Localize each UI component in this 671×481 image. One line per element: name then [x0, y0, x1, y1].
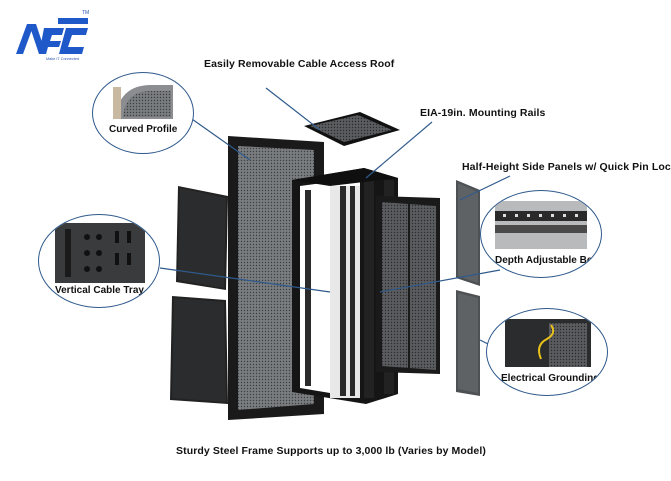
rack-frame — [292, 168, 398, 404]
right-side-panel-upper — [456, 180, 480, 286]
cable-access-roof — [304, 112, 400, 146]
curved-profile-label: Curved Profile — [109, 124, 178, 135]
rear-door — [376, 196, 440, 374]
logo-icon — [16, 18, 88, 54]
cable-tray-label: Vertical Cable Tray — [55, 285, 144, 296]
trademark: TM — [82, 10, 90, 16]
side-panels-label: Half-Height Side Panels w/ Quick Pin Loc… — [462, 161, 671, 173]
callout-grounding: Electrical Grounding — [486, 308, 608, 396]
right-side-panel-lower — [456, 290, 480, 396]
rails-label: EIA-19in. Mounting Rails — [420, 107, 546, 119]
company-logo: TM Make IT Connected — [14, 10, 94, 71]
grounding-label: Electrical Grounding — [501, 373, 600, 384]
grounding-image — [505, 319, 591, 367]
frame-label: Sturdy Steel Frame Supports up to 3,000 … — [176, 445, 486, 457]
left-side-panel-lower — [170, 296, 228, 404]
curved-profile-image — [113, 85, 173, 119]
depth-beam-image — [495, 201, 587, 249]
callout-curved-profile: Curved Profile — [92, 72, 194, 154]
roof-label: Easily Removable Cable Access Roof — [204, 58, 395, 70]
left-side-panel-upper — [176, 186, 228, 290]
tagline: Make IT Connected — [46, 57, 80, 61]
depth-beam-label: Depth Adjustable Beam — [495, 255, 602, 266]
callout-cable-tray: Vertical Cable Tray — [38, 214, 160, 308]
cable-tray-image — [55, 223, 145, 283]
callout-depth-beam: Depth Adjustable Beam — [480, 190, 602, 278]
